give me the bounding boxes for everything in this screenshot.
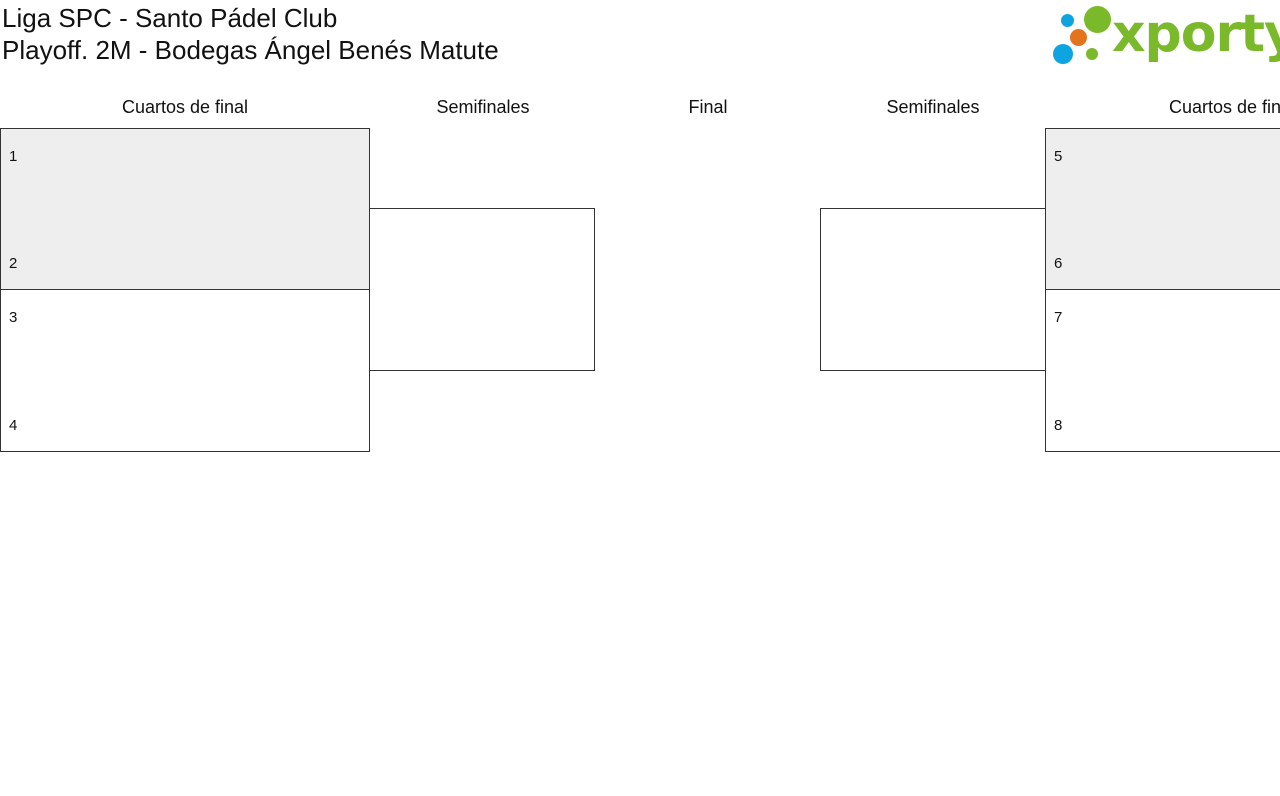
logo-dot-orange: [1070, 29, 1087, 46]
round-label-left-semifinals: Semifinales: [436, 97, 530, 117]
match-box-left-qf1[interactable]: 1 2: [0, 128, 370, 290]
round-label-right-semifinals: Semifinales: [886, 97, 980, 117]
logo-dot-green-small: [1086, 48, 1098, 60]
seed-label: 7: [1054, 309, 1063, 326]
match-box-left-qf2[interactable]: 3 4: [0, 289, 370, 452]
logo-dot-blue-small: [1061, 14, 1074, 27]
round-label-final: Final: [688, 97, 728, 117]
match-box-left-semifinal[interactable]: [369, 208, 595, 371]
round-label-left-quarterfinals: Cuartos de final: [121, 97, 249, 117]
seed-label: 1: [9, 148, 18, 165]
seed-label: 4: [9, 417, 18, 434]
logo-dot-green-large: [1084, 6, 1111, 33]
logo-wordmark: xporty: [1112, 4, 1280, 64]
page-title: Liga SPC - Santo Pádel Club: [2, 3, 338, 33]
xporty-logo[interactable]: xporty: [1050, 2, 1280, 68]
seed-label: 2: [9, 255, 18, 272]
round-label-right-quarterfinals: Cuartos de final: [1168, 97, 1280, 117]
page-subtitle: Playoff. 2M - Bodegas Ángel Benés Matute: [2, 35, 499, 65]
seed-label: 8: [1054, 417, 1063, 434]
match-box-right-qf1[interactable]: 5 6: [1045, 128, 1280, 290]
logo-dot-blue-large: [1053, 44, 1073, 64]
seed-label: 6: [1054, 255, 1063, 272]
seed-label: 5: [1054, 148, 1063, 165]
match-box-right-qf2[interactable]: 7 8: [1045, 289, 1280, 452]
match-box-right-semifinal[interactable]: [820, 208, 1046, 371]
seed-label: 3: [9, 309, 18, 326]
